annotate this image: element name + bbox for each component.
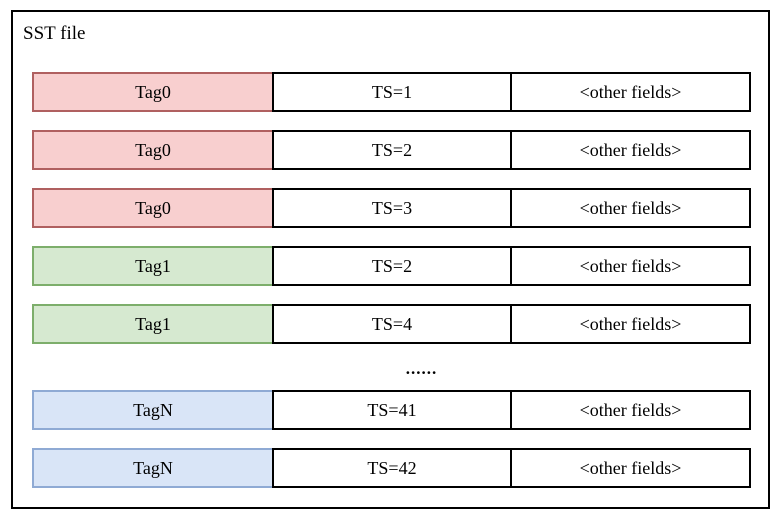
rows-ellipsis: ...... (32, 359, 753, 384)
row-timestamp-cell: TS=41 (272, 390, 512, 430)
row-timestamp-cell: TS=1 (272, 72, 512, 112)
row-tag-cell: Tag0 (32, 72, 274, 112)
row-tag-cell: TagN (32, 448, 274, 488)
table-row: Tag1 TS=4 <other fields> (32, 304, 753, 344)
sst-file-container: SST file Tag0 TS=1 <other fields> Tag0 T… (11, 10, 770, 509)
sst-file-title: SST file (23, 23, 86, 44)
table-row: Tag0 TS=1 <other fields> (32, 72, 753, 112)
row-timestamp-cell: TS=42 (272, 448, 512, 488)
table-row: Tag1 TS=2 <other fields> (32, 246, 753, 286)
row-tag-cell: Tag0 (32, 188, 274, 228)
row-other-fields-cell: <other fields> (510, 130, 751, 170)
table-row: Tag0 TS=2 <other fields> (32, 130, 753, 170)
row-other-fields-cell: <other fields> (510, 390, 751, 430)
row-timestamp-cell: TS=3 (272, 188, 512, 228)
table-row: TagN TS=41 <other fields> (32, 390, 753, 430)
row-tag-cell: Tag0 (32, 130, 274, 170)
row-timestamp-cell: TS=2 (272, 246, 512, 286)
row-other-fields-cell: <other fields> (510, 72, 751, 112)
row-timestamp-cell: TS=4 (272, 304, 512, 344)
row-other-fields-cell: <other fields> (510, 188, 751, 228)
table-row: Tag0 TS=3 <other fields> (32, 188, 753, 228)
table-row: TagN TS=42 <other fields> (32, 448, 753, 488)
row-other-fields-cell: <other fields> (510, 304, 751, 344)
row-tag-cell: TagN (32, 390, 274, 430)
row-other-fields-cell: <other fields> (510, 246, 751, 286)
ellipsis-label: ...... (405, 359, 438, 378)
row-other-fields-cell: <other fields> (510, 448, 751, 488)
row-tag-cell: Tag1 (32, 304, 274, 344)
row-tag-cell: Tag1 (32, 246, 274, 286)
row-timestamp-cell: TS=2 (272, 130, 512, 170)
